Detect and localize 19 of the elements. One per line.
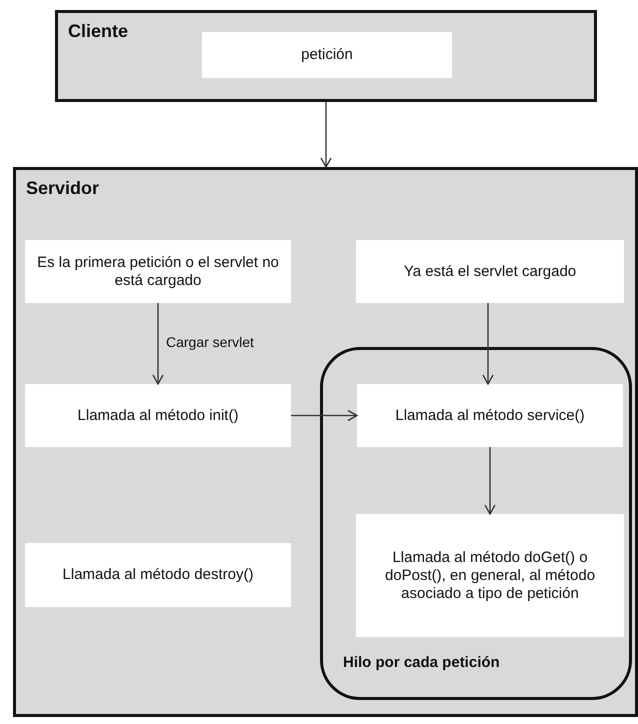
process-box: Ya está el servlet cargado	[356, 240, 624, 303]
process-box: Es la primera petición o el servlet no está cargado	[25, 240, 291, 303]
process-box: Llamada al método destroy()	[25, 543, 291, 607]
process-box: Llamada al método service()	[357, 384, 623, 447]
group-heading: Cliente	[68, 21, 128, 42]
arrow	[484, 447, 496, 515]
process-box: Llamada al método doGet() o doPost(), en general, al método asociado a tipo de petición	[356, 514, 624, 637]
thread-boundary	[320, 347, 632, 700]
arrow	[291, 410, 358, 422]
container-box	[55, 10, 597, 102]
arrow	[320, 102, 332, 168]
container-box	[13, 167, 638, 717]
group-heading: Hilo por cada petición	[343, 654, 500, 671]
group-heading: Servidor	[26, 178, 100, 199]
arrow	[152, 303, 164, 385]
edge-label: Cargar servlet	[164, 334, 256, 350]
process-box: petición	[202, 32, 452, 78]
process-box: Llamada al método init()	[25, 384, 291, 447]
arrow	[482, 303, 494, 385]
